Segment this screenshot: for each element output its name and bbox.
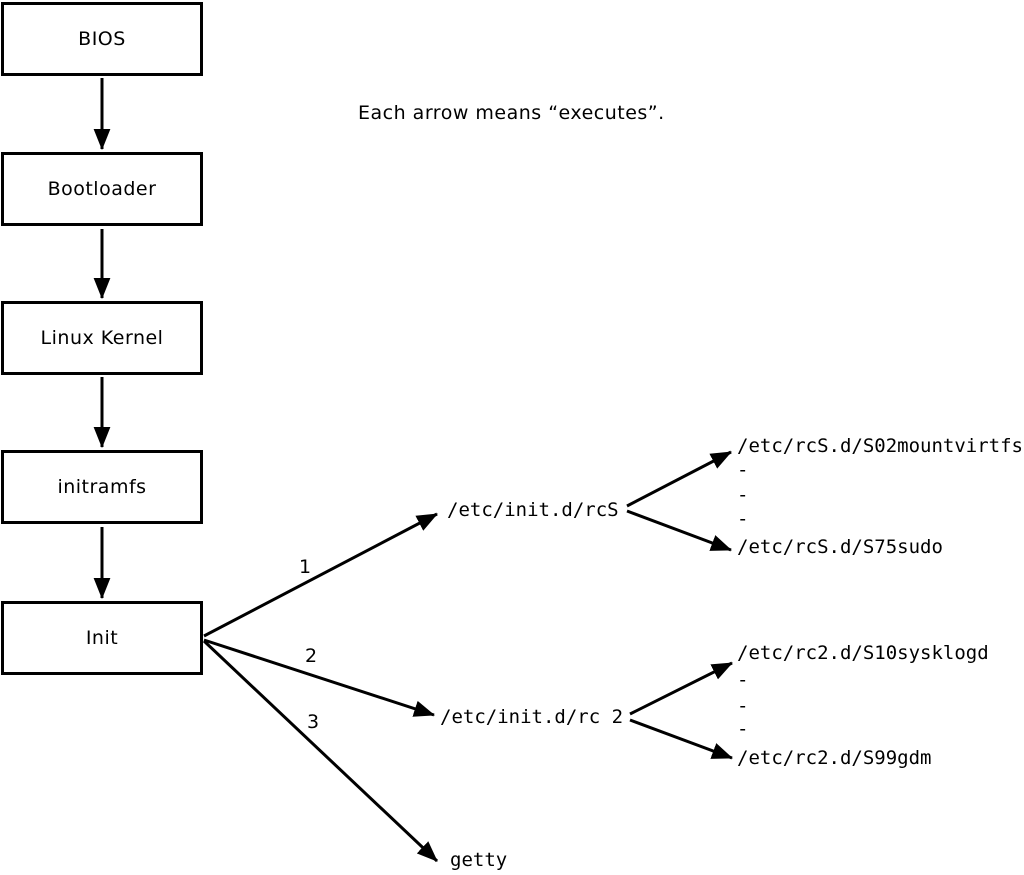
path-etc-init-d-rcS: /etc/init.d/rcS	[447, 499, 619, 521]
rc2-dash-2: -	[737, 695, 749, 717]
node-initramfs-label: initramfs	[57, 476, 147, 498]
rcS-dash-3: -	[737, 508, 749, 530]
node-init-label: Init	[85, 627, 119, 649]
rc2-dash-3: -	[737, 718, 749, 740]
node-bootloader-label: Bootloader	[47, 178, 157, 200]
rc2-dash-1: -	[737, 669, 749, 691]
path-rc2-d-s99gdm: /etc/rc2.d/S99gdm	[737, 747, 932, 769]
arrow-init-to-rc2	[203, 638, 435, 717]
node-init: Init	[1, 601, 203, 675]
node-bios-label: BIOS	[78, 28, 126, 50]
arrow-rcS-to-s02mountvirtfs	[626, 450, 732, 508]
arrow-rc2-to-s10sysklogd	[629, 661, 733, 716]
node-linux-kernel: Linux Kernel	[1, 301, 203, 375]
arrow-init-to-rcS	[203, 512, 438, 638]
node-bios: BIOS	[1, 2, 203, 76]
path-rcS-d-s75sudo: /etc/rcS.d/S75sudo	[737, 536, 943, 558]
arrow-rc2-to-s99gdm	[629, 718, 733, 760]
path-rc2-d-s10sysklogd: /etc/rc2.d/S10sysklogd	[737, 642, 989, 664]
arrow-rcS-to-s75sudo	[626, 509, 732, 552]
node-bootloader: Bootloader	[1, 152, 203, 226]
branch-number-3: 3	[307, 711, 320, 733]
arrow-init-to-getty	[202, 639, 439, 863]
branch-number-1: 1	[299, 556, 312, 578]
path-etc-init-d-rc2: /etc/init.d/rc 2	[440, 706, 624, 728]
path-getty: getty	[450, 849, 508, 871]
rcS-dash-2: -	[737, 484, 749, 506]
node-linux-kernel-label: Linux Kernel	[40, 327, 164, 349]
rcS-dash-1: -	[737, 459, 749, 481]
path-rcS-d-s02mountvirtfs: /etc/rcS.d/S02mountvirtfs	[737, 435, 1023, 457]
branch-number-2: 2	[305, 645, 318, 667]
legend-note: Each arrow means “executes”.	[358, 102, 665, 124]
node-initramfs: initramfs	[1, 450, 203, 524]
